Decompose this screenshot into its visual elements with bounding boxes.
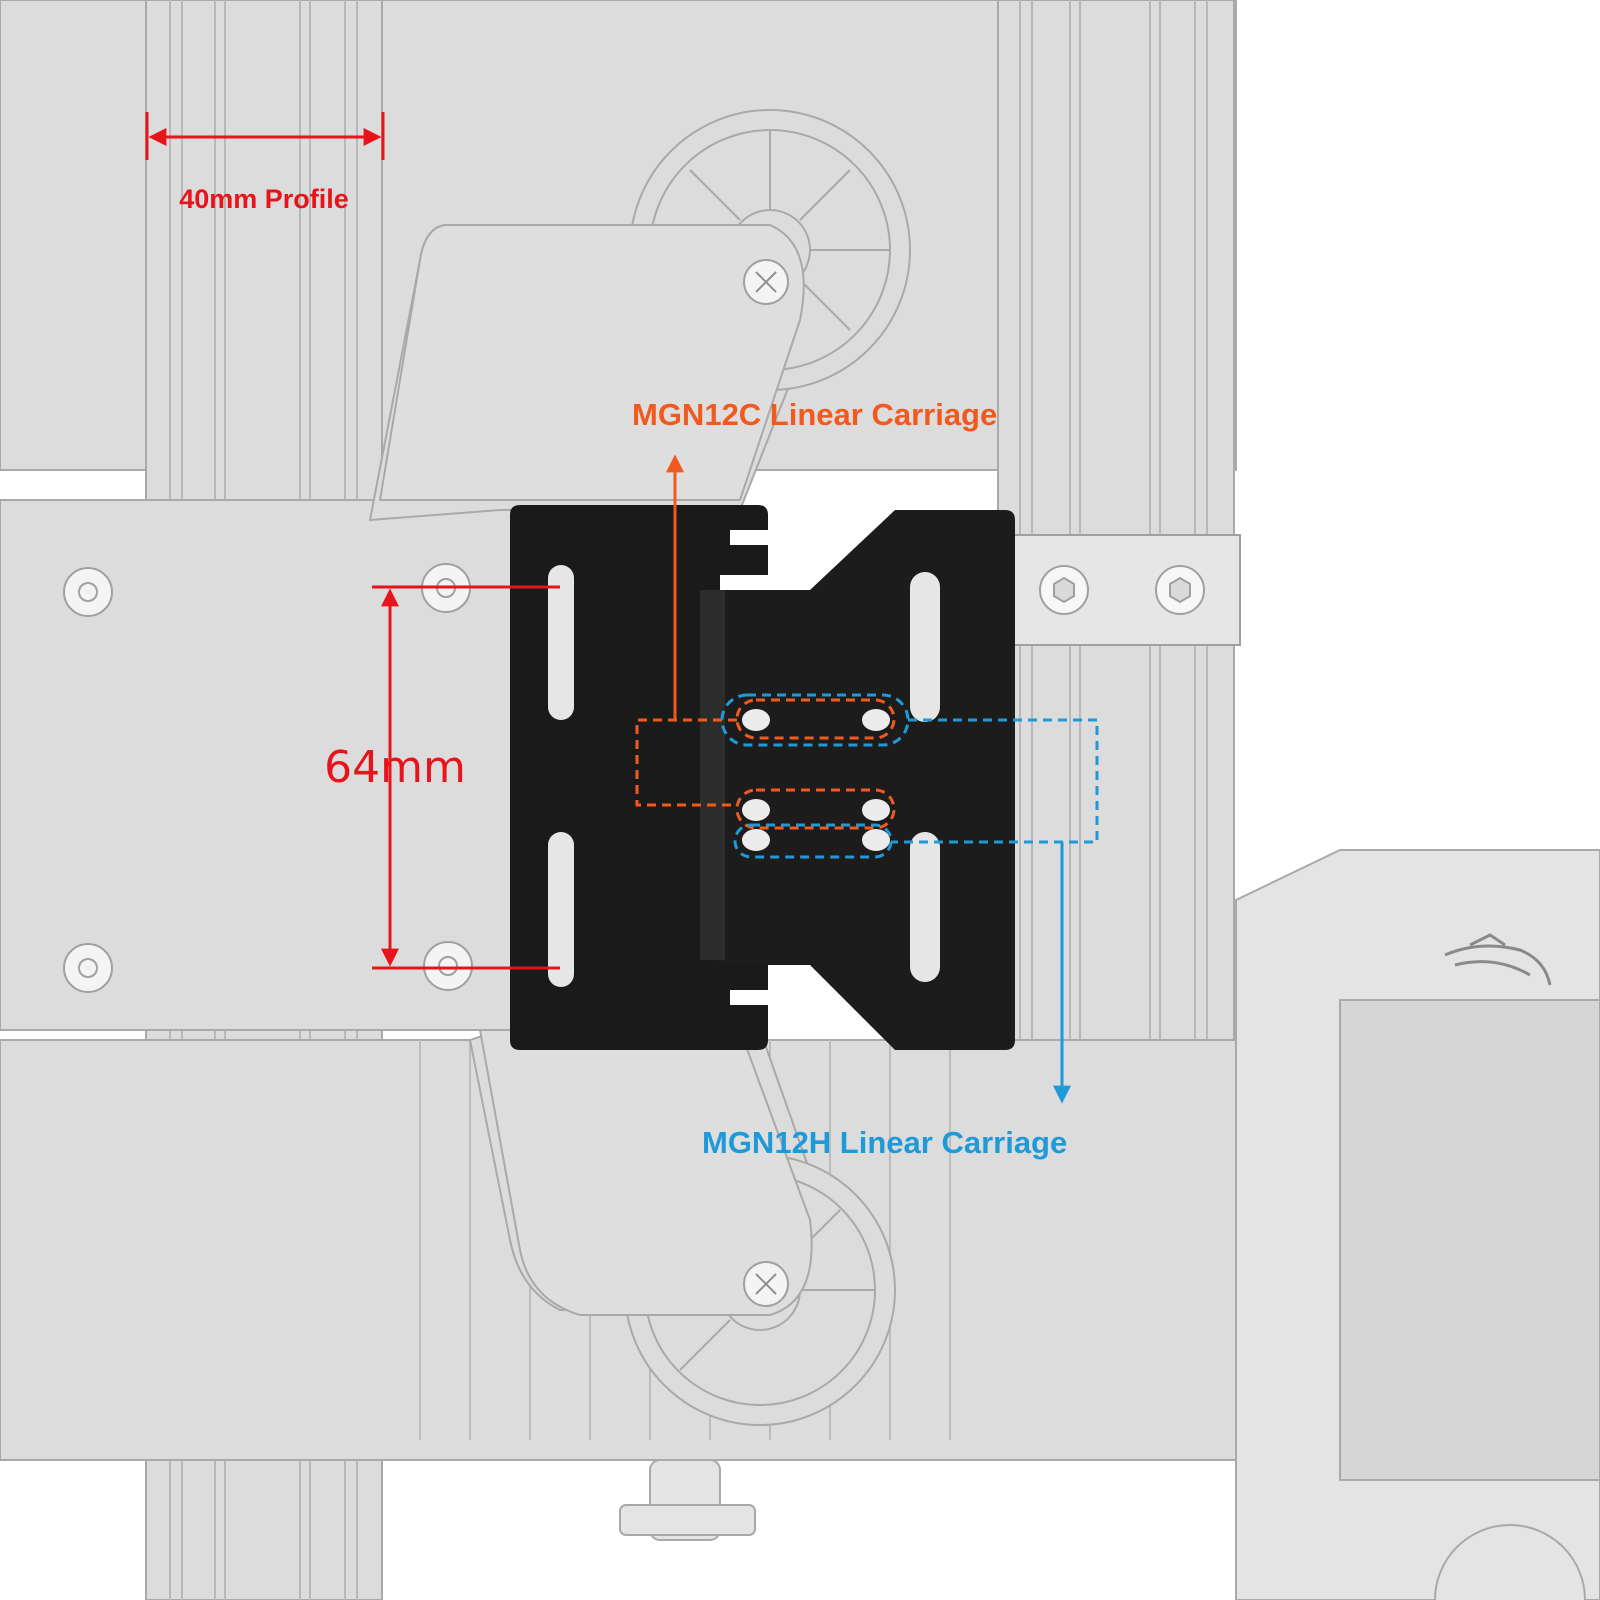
- screw-head-icon: [743, 1261, 789, 1307]
- plate-bend: [700, 590, 725, 960]
- screw-head-icon: [63, 567, 113, 617]
- screw-head-icon: [423, 941, 473, 991]
- profile-dimension: [145, 112, 385, 160]
- dragon-logo-icon: [1444, 933, 1552, 986]
- spacing-dimension: [372, 585, 560, 970]
- profile-dimension-label: 40mm Profile: [179, 184, 349, 214]
- screw-head-icon: [63, 943, 113, 993]
- socket-cap-screw-icon: [1155, 565, 1205, 615]
- mgn12h-callout: [720, 693, 1099, 859]
- mgn12c-callout: [635, 698, 896, 830]
- adapter-plate: [510, 505, 1015, 1050]
- housing-knob: [1434, 1524, 1586, 1600]
- mgn12h-hole-row-top: [720, 693, 910, 747]
- spacing-dimension-label: 64mm: [324, 742, 466, 793]
- profile-end-cap: [1009, 534, 1241, 646]
- lcd-screen: [1339, 999, 1600, 1481]
- socket-cap-screw-icon: [1039, 565, 1089, 615]
- eccentric-nut-base: [619, 1504, 756, 1536]
- screw-head-icon: [743, 259, 789, 305]
- mgn12h-label: MGN12H Linear Carriage: [702, 1125, 1067, 1160]
- mgn12h-hole-row-bottom: [733, 823, 893, 859]
- mgn12c-label: MGN12C Linear Carriage: [632, 397, 997, 432]
- slot-hole-icon: [548, 565, 940, 987]
